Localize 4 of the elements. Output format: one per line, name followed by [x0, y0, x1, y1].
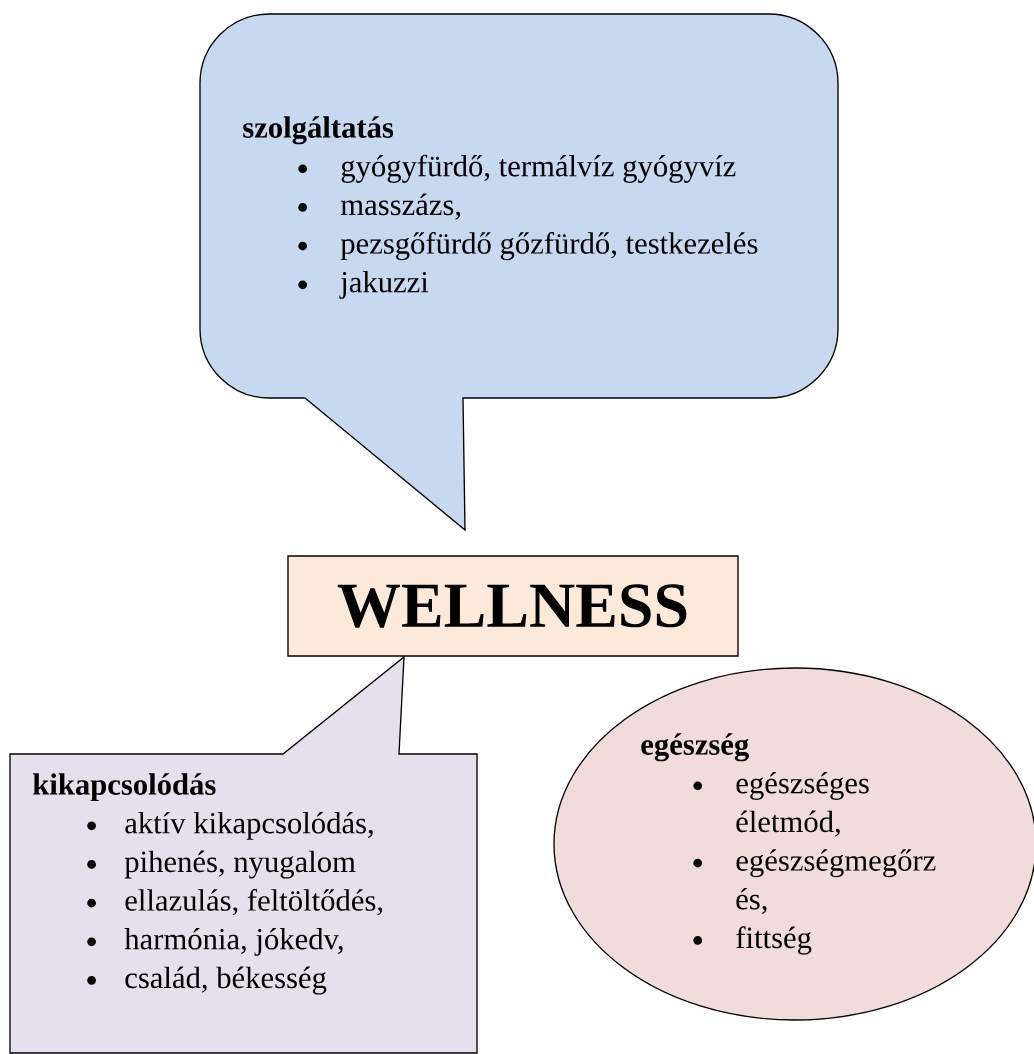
speech-bubble: kikapcsolódás aktív kikapcsolódás, pihenés, nyugalom ellazulás, feltöltődés, harmónia, jókedv, család, békesség	[9, 655, 478, 1054]
title-box: WELLNESS	[287, 555, 739, 657]
speech-bubble: szolgáltatás gyógyfürdő, termálvíz gyógyvíz masszázs, pezsgőfürdő gőzfürdő, testkezelés jakuzzi	[199, 13, 839, 531]
ellipse-bubble: egészség egészséges életmód, egészségmegőrz és, fittség	[553, 667, 1034, 1021]
